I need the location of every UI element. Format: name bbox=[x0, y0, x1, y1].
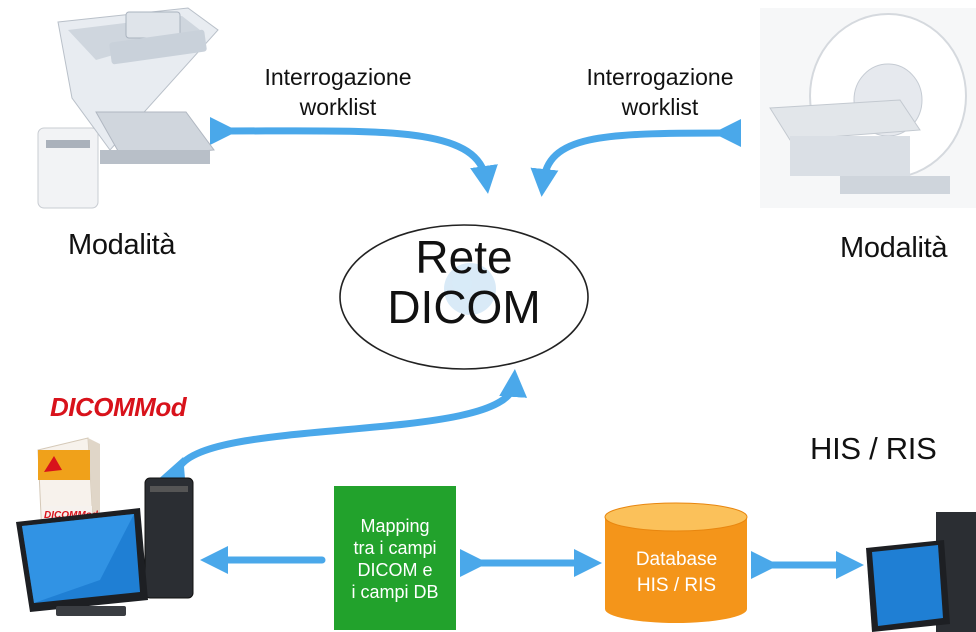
database-cylinder-icon bbox=[604, 502, 748, 623]
mapping-line-1: Mapping bbox=[360, 516, 430, 536]
network-line2: DICOM bbox=[387, 281, 541, 333]
dicommod-logo: DICOMMod bbox=[50, 392, 187, 422]
arrow-left-worklist bbox=[209, 117, 498, 194]
query-right-line1: Interrogazione bbox=[586, 64, 734, 90]
query-left-label: Interrogazione worklist bbox=[244, 62, 432, 122]
network-line1: Rete bbox=[415, 231, 513, 283]
mri-modality-icon bbox=[760, 8, 976, 208]
query-left-line2: worklist bbox=[299, 94, 377, 120]
modality-right-label: Modalità bbox=[840, 232, 948, 264]
arrow-right-worklist bbox=[530, 118, 742, 197]
mapping-line-4: i campi DB bbox=[351, 582, 439, 602]
modality-left-label: Modalità bbox=[68, 229, 176, 261]
mapping-line-2: tra i campi bbox=[353, 538, 437, 558]
database-label: Database HIS / RIS bbox=[605, 547, 748, 599]
query-right-label: Interrogazione worklist bbox=[566, 62, 754, 122]
mapping-line-3: DICOM e bbox=[357, 560, 433, 580]
arrow-dicommod-network bbox=[159, 369, 527, 489]
hisris-computer-icon bbox=[866, 512, 976, 632]
xray-modality-icon bbox=[37, 7, 219, 209]
database-line1: Database bbox=[635, 549, 718, 570]
mapping-text: Mapping tra i campi DICOM e i campi DB bbox=[334, 486, 456, 630]
network-label: Rete DICOM bbox=[338, 232, 590, 332]
query-left-line1: Interrogazione bbox=[264, 64, 412, 90]
mapping-box bbox=[334, 486, 456, 630]
query-right-line2: worklist bbox=[621, 94, 699, 120]
his-ris-label: HIS / RIS bbox=[810, 431, 937, 466]
box-logo-text: DICOMMod bbox=[44, 510, 99, 521]
database-line2: HIS / RIS bbox=[636, 575, 717, 596]
dicommod-computer-icon bbox=[16, 477, 194, 616]
